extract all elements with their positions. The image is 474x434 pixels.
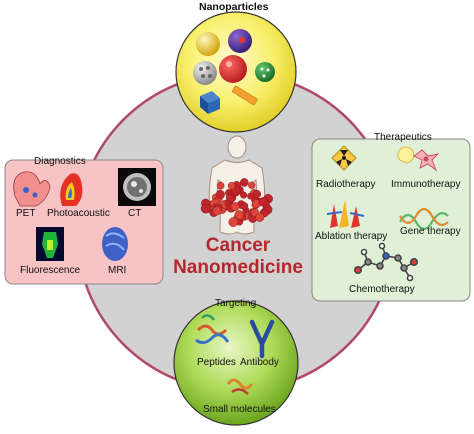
nanoparticle-purple-sphere-icon [228, 29, 252, 53]
diagnostics-heading: Diagnostics [34, 156, 86, 167]
tumor-cell [240, 191, 248, 199]
mri-icon [102, 227, 128, 261]
therapeutics-label-immunotherapy: Immunotherapy [391, 179, 461, 190]
targeting-heading: Targeting [215, 298, 257, 309]
targeting-label-peptides: Peptides [197, 357, 236, 368]
nanoparticle-rod-icon [231, 85, 258, 106]
tumor-cell [230, 202, 240, 212]
targeting-label-small-molecules: Small molecules [203, 404, 276, 415]
antibody-icon [249, 319, 275, 359]
radiation-icon [331, 145, 357, 171]
tumor-cell [255, 212, 265, 222]
therapeutics-heading: Therapeutics [374, 132, 432, 143]
ablation-flame-icon [326, 200, 365, 228]
center-title-line1: Cancer [205, 235, 271, 256]
tumor-cell [239, 178, 249, 187]
diagnostics-label-fluorescence: Fluorescence [20, 265, 81, 276]
tumor-cell [248, 181, 256, 189]
targeting-label-antibody: Antibody [240, 357, 279, 368]
immune-cell-icon [397, 146, 440, 172]
tumor-cell [252, 190, 262, 199]
therapeutics-label-gene: Gene therapy [400, 226, 461, 237]
nanoparticle-cube-icon [200, 91, 220, 114]
small-molecule-ribbon-icon [226, 378, 254, 395]
tumor-cell [226, 194, 235, 203]
diagnostics-label-mri: MRI [108, 265, 127, 276]
photoacoustic-icon [60, 173, 83, 206]
tumor-cell [216, 181, 225, 190]
chemotherapy-molecule-icon [353, 242, 418, 282]
nanoparticle-porous-sphere-icon [193, 61, 217, 85]
tumor-cell [215, 190, 225, 200]
tumor-cell [258, 197, 268, 207]
nanoparticle-gold-sphere-icon [196, 32, 220, 56]
tumor-cell [234, 210, 244, 220]
diagnostics-label-ct: CT [128, 208, 142, 219]
pet-scan-icon [13, 171, 51, 207]
therapeutics-panel [311, 138, 471, 302]
center-title-line2: Nanomedicine [173, 257, 303, 278]
diagnostics-label-photoacoustic: Photoacoustic [47, 208, 110, 219]
tumor-cell [228, 217, 239, 227]
dna-helix-icon [399, 207, 449, 231]
nanoparticles-heading: Nanoparticles [199, 1, 269, 13]
tumor-cells-icon [200, 178, 273, 227]
fluorescence-icon [36, 227, 64, 261]
diagnostics-label-pet: PET [16, 208, 36, 219]
therapeutics-label-ablation: Ablation therapy [315, 231, 388, 242]
nanoparticle-green-sphere-icon [255, 62, 275, 82]
ct-scan-icon [118, 168, 156, 206]
tumor-cell [240, 202, 249, 210]
tumor-cell [227, 181, 236, 190]
tumor-cell [247, 192, 254, 200]
therapeutics-label-radiotherapy: Radiotherapy [316, 179, 376, 190]
nanoparticle-red-sphere-icon [219, 55, 247, 83]
tumor-cell [212, 206, 222, 216]
tumor-cell [200, 203, 211, 214]
therapeutics-label-chemotherapy: Chemotherapy [349, 284, 415, 295]
peptide-ribbon-icon [195, 314, 230, 345]
